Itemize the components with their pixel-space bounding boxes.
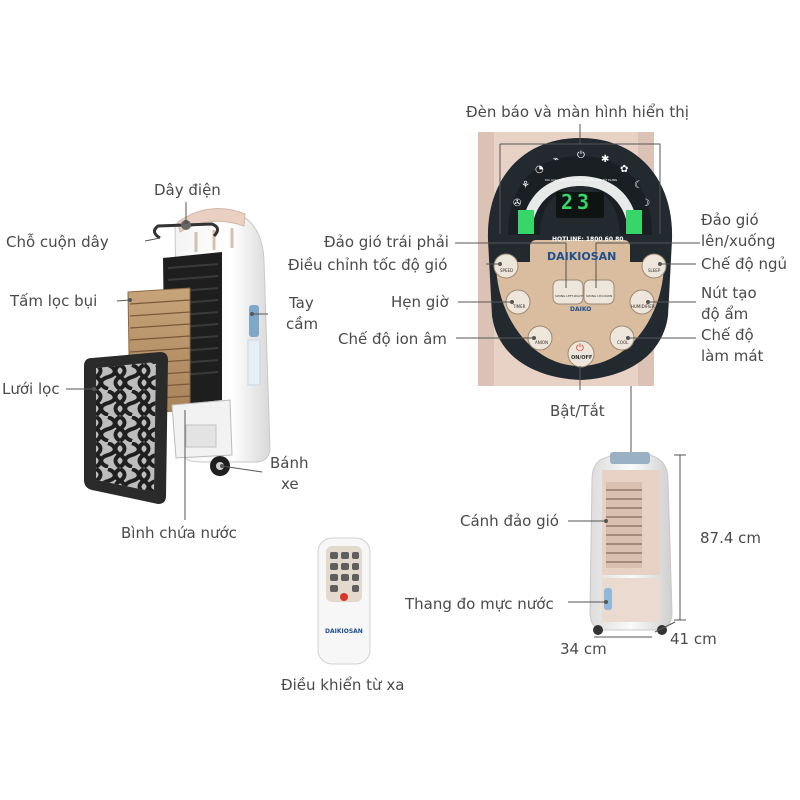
timer-button[interactable]: TIMER: [513, 304, 526, 309]
svg-text:✇: ✇: [513, 198, 521, 209]
label-sleep: Chế độ ngủ: [701, 255, 787, 273]
label-swing-ud-2: lên/xuống: [701, 232, 776, 250]
onoff-button[interactable]: ON/OFF: [571, 355, 593, 361]
label-cool-1: Chế độ: [701, 326, 754, 344]
label-width: 34 cm: [560, 640, 607, 658]
label-water-tank: Bình chứa nước: [121, 524, 237, 542]
exploded-cooler: [84, 208, 271, 504]
label-depth: 41 cm: [670, 630, 717, 648]
label-speed: Điều chỉnh tốc độ gió: [288, 256, 448, 274]
display-digits: 23: [561, 190, 594, 214]
swing-up-down-button[interactable]: SWING UP-DOWN: [586, 294, 613, 298]
label-display: Đèn báo và màn hình hiển thị: [466, 103, 689, 121]
speed-button[interactable]: SPEED: [500, 268, 514, 273]
label-wheel-1: Bánh: [270, 454, 309, 472]
label-handle-1: Tay: [289, 294, 314, 312]
svg-text:⚘: ⚘: [521, 180, 530, 191]
svg-text:⌁: ⌁: [553, 154, 559, 165]
label-humid-2: độ ẩm: [701, 305, 749, 323]
svg-text:✱: ✱: [601, 154, 609, 165]
svg-text:✿: ✿: [620, 164, 628, 175]
swing-left-right-button[interactable]: SWING LEFT-RIGHT: [555, 294, 584, 298]
panel-brand: DAIKIOSAN: [547, 250, 617, 263]
remote-brand: DAIKIOSAN: [325, 628, 363, 635]
leader-dots: [92, 220, 662, 604]
label-louver: Cánh đảo gió: [460, 512, 559, 530]
label-mesh-filter: Lưới lọc: [2, 380, 60, 398]
label-handle-2: cầm: [286, 315, 319, 333]
label-height: 87.4 cm: [700, 529, 762, 547]
label-swing-ud-1: Đảo gió: [701, 211, 759, 229]
panel-hotline: HOTLINE: 1800 60 80: [552, 236, 624, 243]
panel-brand-small: DAIKO: [570, 306, 592, 313]
label-cord-wrap: Chỗ cuộn dây: [6, 233, 109, 251]
remote-control: [317, 537, 371, 665]
leader-lines: [66, 124, 700, 638]
label-humid-1: Nút tạo: [701, 284, 757, 302]
label-cool-2: làm mát: [701, 347, 764, 365]
label-dust-filter: Tấm lọc bụi: [10, 292, 98, 310]
svg-text:☾: ☾: [634, 180, 643, 191]
svg-text:⏻: ⏻: [577, 150, 585, 161]
label-swing-lr: Đảo gió trái phải: [324, 233, 449, 251]
anion-button[interactable]: ANION: [535, 340, 549, 345]
svg-text:⏻: ⏻: [576, 343, 584, 354]
full-cooler: [589, 452, 673, 635]
panel-notice: KIA LOẠI KIỂM TRA NƯỚC TRƯỚC KHI SỬ DỤNG: [545, 178, 618, 182]
label-timer: Hẹn giờ: [391, 293, 449, 311]
svg-text:◔: ◔: [535, 164, 544, 175]
label-cord: Dây điện: [154, 181, 221, 199]
humidifier-button[interactable]: HUMIDIFIER: [631, 304, 655, 309]
label-remote: Điều khiển từ xa: [281, 676, 405, 694]
sleep-button[interactable]: SLEEP: [648, 268, 661, 273]
svg-text:☽: ☽: [641, 198, 650, 209]
label-ion: Chế độ ion âm: [338, 330, 447, 348]
cool-button[interactable]: COOL: [617, 340, 629, 345]
label-power: Bật/Tắt: [550, 402, 605, 420]
label-wheel-2: xe: [281, 475, 299, 493]
label-water-gauge: Thang đo mực nước: [405, 595, 554, 613]
